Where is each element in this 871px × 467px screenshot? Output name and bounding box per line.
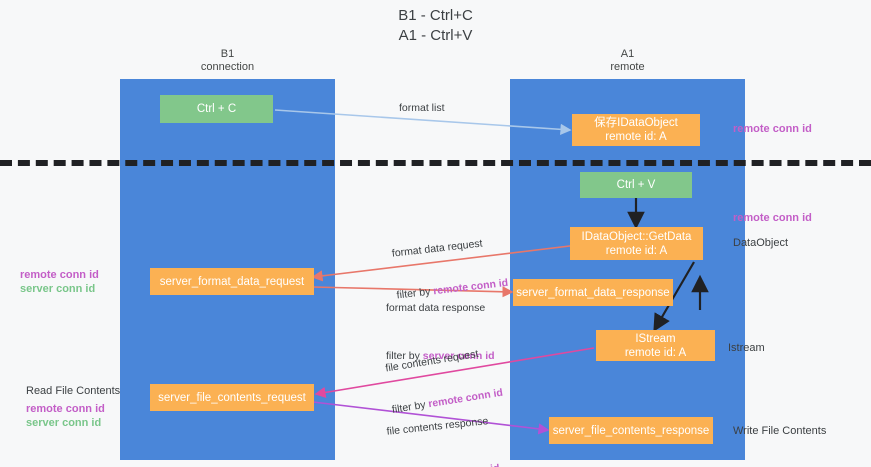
left-label-server-conn-id-2: server conn id xyxy=(26,417,102,429)
left-label-server-conn-id: server conn id xyxy=(20,283,96,295)
page-title: B1 - Ctrl+C A1 - Ctrl+V xyxy=(398,7,473,44)
box-server-file-contents-request[interactable]: server_file_contents_request xyxy=(150,384,314,411)
lane-header-a1: A1 remote xyxy=(610,48,645,73)
right-label-dataobject: DataObject xyxy=(733,237,789,249)
edge-label-file-contents-response: file contents response filter by server … xyxy=(383,386,503,467)
left-label-read-file-contents: Read File Contents xyxy=(26,385,121,397)
lane-header-b1: B1 connection xyxy=(200,48,255,73)
box-server-file-contents-response[interactable]: server_file_contents_response xyxy=(549,417,713,444)
right-label-istream: Istream xyxy=(728,342,765,354)
right-label-remote-conn-id-mid: remote conn id xyxy=(733,212,812,224)
filter-key: server conn id xyxy=(422,350,495,362)
box-server-format-data-request[interactable]: server_format_data_request xyxy=(150,268,314,295)
edge-label-format-data-request-line1: format data request xyxy=(391,237,484,260)
box-getdata[interactable]: IDataObject::GetData remote id: A xyxy=(570,227,703,260)
edge-label-file-contents-response-line2: filter by server conn id xyxy=(391,461,501,467)
edge-label-format-list: format list xyxy=(399,102,445,114)
right-label-remote-conn-id-top: remote conn id xyxy=(733,123,812,135)
box-server-format-data-response[interactable]: server_format_data_response xyxy=(513,279,673,306)
edge-label-file-contents-response-line1: file contents response xyxy=(386,415,489,438)
box-ctrl-v[interactable]: Ctrl + V xyxy=(580,172,692,198)
edge-label-format-data-response-line1: format data response xyxy=(386,302,486,314)
filter-key: server conn id xyxy=(428,462,501,467)
edge-label-file-contents-request-line1: file contents request xyxy=(384,347,480,375)
left-label-remote-conn-id-2: remote conn id xyxy=(26,403,105,415)
right-label-write-file-contents: Write File Contents xyxy=(733,425,827,437)
box-istream[interactable]: IStream remote id: A xyxy=(596,330,715,361)
box-save-dataobject[interactable]: 保存IDataObject remote id: A xyxy=(572,114,700,146)
section-divider xyxy=(0,160,871,166)
edge-label-format-data-response-line2: filter by server conn id xyxy=(386,349,495,363)
filter-prefix: filter by xyxy=(386,350,423,362)
left-label-remote-conn-id: remote conn id xyxy=(20,269,99,281)
box-ctrl-c[interactable]: Ctrl + C xyxy=(160,95,273,123)
edge-label-format-data-response: format data response filter by server co… xyxy=(386,273,495,391)
